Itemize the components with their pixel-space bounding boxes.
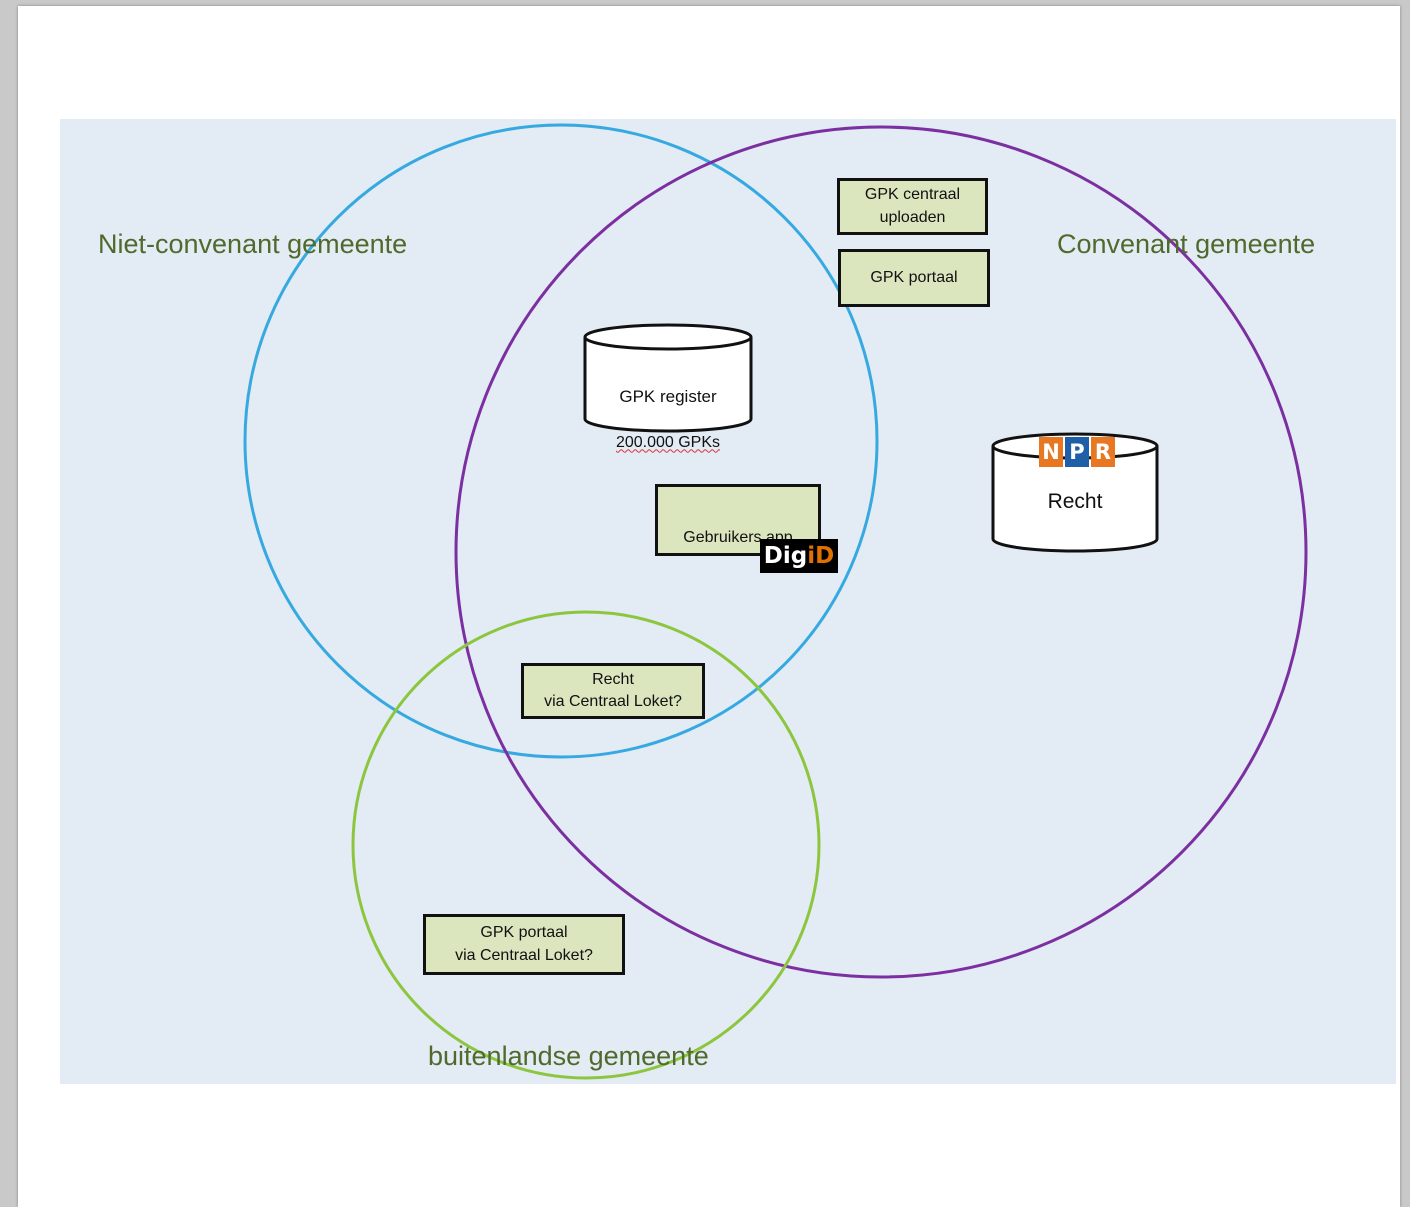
npr-logo-p: P xyxy=(1065,437,1089,467)
gpk-portaal-centraal-loket-box: GPK portaal via Centraal Loket? xyxy=(423,914,625,975)
npr-recht-text: Recht xyxy=(1047,490,1103,513)
gpk-centraal-uploaden-box: GPK centraal uploaden xyxy=(837,178,988,235)
buitenlandse-label: buitenlandse gemeente xyxy=(428,1041,709,1071)
gpk-portaal-box: GPK portaal xyxy=(838,249,990,307)
npr-logo-n: N xyxy=(1039,437,1063,467)
gpk-register-database xyxy=(583,323,753,433)
digid-logo-text: Dig xyxy=(763,543,808,569)
document-page: Niet-convenant gemeente Convenant gemeen… xyxy=(18,6,1400,1207)
gpk-register-title: GPK register xyxy=(619,386,717,406)
niet-convenant-circle xyxy=(243,123,879,759)
gpk-register-count: 200.000 GPKs xyxy=(615,434,721,452)
diagram-slide: Niet-convenant gemeente Convenant gemeen… xyxy=(60,119,1396,1084)
recht-centraal-loket-box: Recht via Centraal Loket? xyxy=(521,663,705,719)
npr-logo: N P R xyxy=(1039,437,1115,467)
convenant-label: Convenant gemeente xyxy=(1057,229,1316,259)
digid-logo-accent: iD xyxy=(807,543,835,569)
npr-logo-r: R xyxy=(1091,437,1115,467)
buitenlandse-circle xyxy=(351,610,821,1080)
gpk-register-text: GPK register 200.000 GPKs xyxy=(585,361,751,479)
niet-convenant-label: Niet-convenant gemeente xyxy=(98,229,408,259)
convenant-circle xyxy=(454,125,1308,979)
venn-diagram xyxy=(243,123,1308,1080)
